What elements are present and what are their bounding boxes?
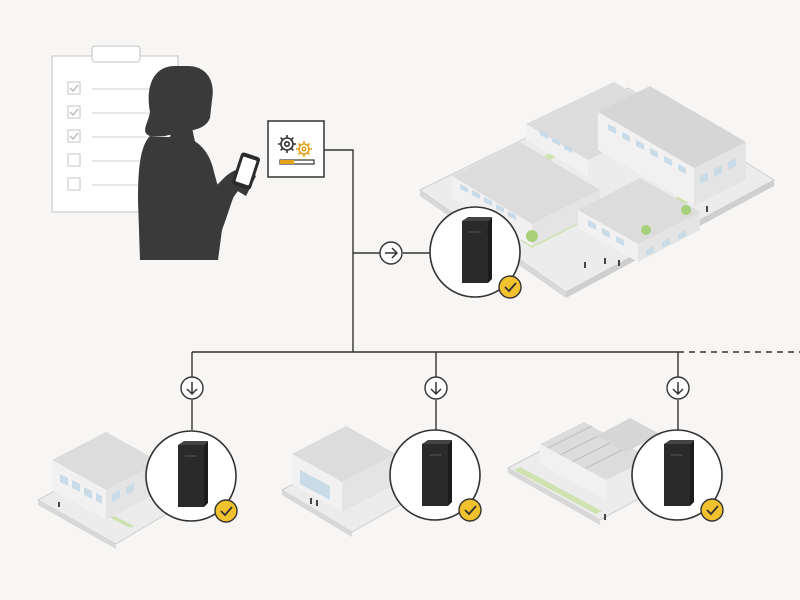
arrow-down-circle-icon	[424, 376, 448, 400]
arrow-down-circle-icon	[180, 376, 204, 400]
checkmark-icon	[69, 108, 79, 117]
checkmark-badge-icon	[700, 498, 724, 522]
server-tower-icon	[462, 217, 492, 283]
arrow-right-circle-icon	[379, 241, 403, 265]
server-badge-main-campus	[429, 206, 522, 299]
connector-lines	[191, 149, 679, 430]
site-middle-building	[280, 426, 432, 537]
checklist-row	[67, 105, 150, 119]
checkbox-icon	[67, 81, 81, 95]
server-badge-site-left	[145, 430, 238, 523]
server-tower-icon	[178, 441, 208, 507]
checkmark-icon	[69, 132, 79, 141]
server-tower-icon	[664, 440, 694, 506]
arrow-down-circle-icon	[666, 376, 690, 400]
checklist-row	[67, 81, 150, 95]
settings-gears-icon	[267, 120, 325, 178]
checklist-row	[67, 129, 150, 143]
checkbox-icon	[67, 105, 81, 119]
checkbox-icon	[67, 153, 81, 167]
checkbox-icon	[67, 177, 81, 191]
checkbox-icon	[67, 129, 81, 143]
checkmark-badge-icon	[458, 498, 482, 522]
person-with-phone-silhouette	[138, 66, 260, 260]
server-tower-icon	[422, 440, 452, 506]
server-badges	[145, 206, 724, 523]
server-badge-site-middle	[389, 429, 482, 522]
main-campus-building	[419, 82, 775, 462]
checkmark-badge-icon	[214, 499, 238, 523]
checkmark-icon	[69, 84, 79, 93]
server-badge-site-right	[631, 429, 724, 522]
checkmark-badge-icon	[498, 275, 522, 299]
